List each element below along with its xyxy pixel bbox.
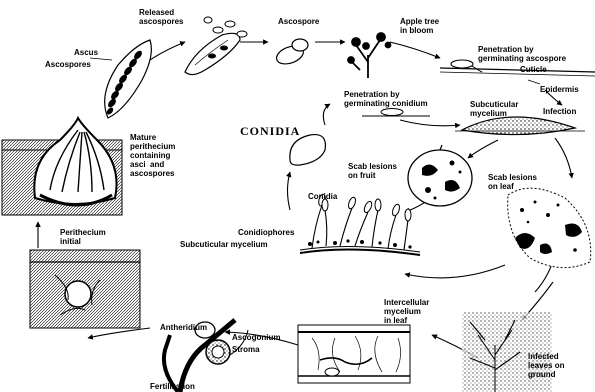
label-apple-tree-in-bloom: Apple tree in bloom — [400, 17, 439, 35]
label-penetration-conidium: Penetration by germinating conidium — [344, 90, 428, 108]
mature-perithecium-drawing — [2, 118, 122, 215]
scab-leaf-drawing — [508, 188, 591, 267]
label-perithecium-initial: Perithecium initial — [60, 228, 106, 246]
label-scab-lesions-fruit: Scab lesions on fruit — [348, 162, 397, 180]
label-subcuticular-mycelium-top: Subcuticular mycelium — [470, 100, 518, 118]
label-infection: Infection — [543, 107, 576, 116]
label-fertilization: Fertilization — [150, 382, 195, 391]
label-intercellular-mycelium: Intercellular mycelium in leaf — [384, 298, 429, 325]
arrow-conidium-to-penetration — [323, 104, 330, 125]
penetration-conidium-drawing — [362, 109, 430, 117]
label-conidia-heading: CONIDIA — [240, 127, 300, 136]
conidium-drawing — [290, 135, 326, 166]
label-ascogonium: Ascogonium — [232, 333, 280, 342]
label-penetration-ascospore: Penetration by germinating ascospore — [478, 45, 566, 63]
label-epidermis: Epidermis — [540, 85, 579, 94]
penetration-ascospore-drawing — [440, 60, 595, 84]
released-ascospores-drawing — [185, 17, 247, 75]
label-scab-lesions-leaf: Scab lesions on leaf — [488, 173, 537, 191]
label-conidia: Conidia — [308, 192, 337, 201]
label-mature-perithecium: Mature perithecium containing asci and a… — [130, 133, 175, 178]
ascus-drawing — [90, 40, 151, 118]
subcuticular-mycelium-top-drawing — [455, 117, 585, 135]
arrow-lesion-to-conidiophores — [405, 265, 505, 278]
label-released-ascospores: Released ascospores — [139, 8, 183, 26]
perithecium-initial-drawing — [30, 250, 140, 328]
label-infected-leaves-ground: Infected leaves on ground — [528, 352, 564, 379]
label-ascus: Ascus — [74, 48, 98, 57]
ascospore-drawing — [274, 39, 308, 67]
arrow-conidium-penetration-to-mycelium — [400, 120, 460, 126]
arrow-mycelium-to-fruit-lesions — [468, 140, 498, 158]
arrow-mycelium-to-leaf-lesions — [555, 138, 572, 178]
arrow-antheridium-to-initial — [88, 328, 150, 338]
arrow-conidia-up — [288, 172, 291, 210]
label-cuticle: Cuticle — [520, 65, 547, 74]
label-ascospore: Ascospore — [278, 17, 319, 26]
label-subcuticular-mycelium-bottom: Subcuticular mycelium — [180, 240, 268, 249]
label-antheridium: Antheridium — [160, 323, 207, 332]
label-stroma: Stroma — [232, 345, 260, 354]
scab-fruit-drawing — [408, 145, 472, 206]
label-ascospores: Ascospores — [45, 60, 91, 69]
apple-tree-drawing — [348, 33, 391, 78]
label-conidiophores: Conidiophores — [238, 228, 294, 237]
intercellular-mycelium-drawing — [298, 325, 410, 383]
conidiophores-drawing — [300, 193, 420, 256]
arrow-tree-to-penetration — [390, 42, 440, 58]
